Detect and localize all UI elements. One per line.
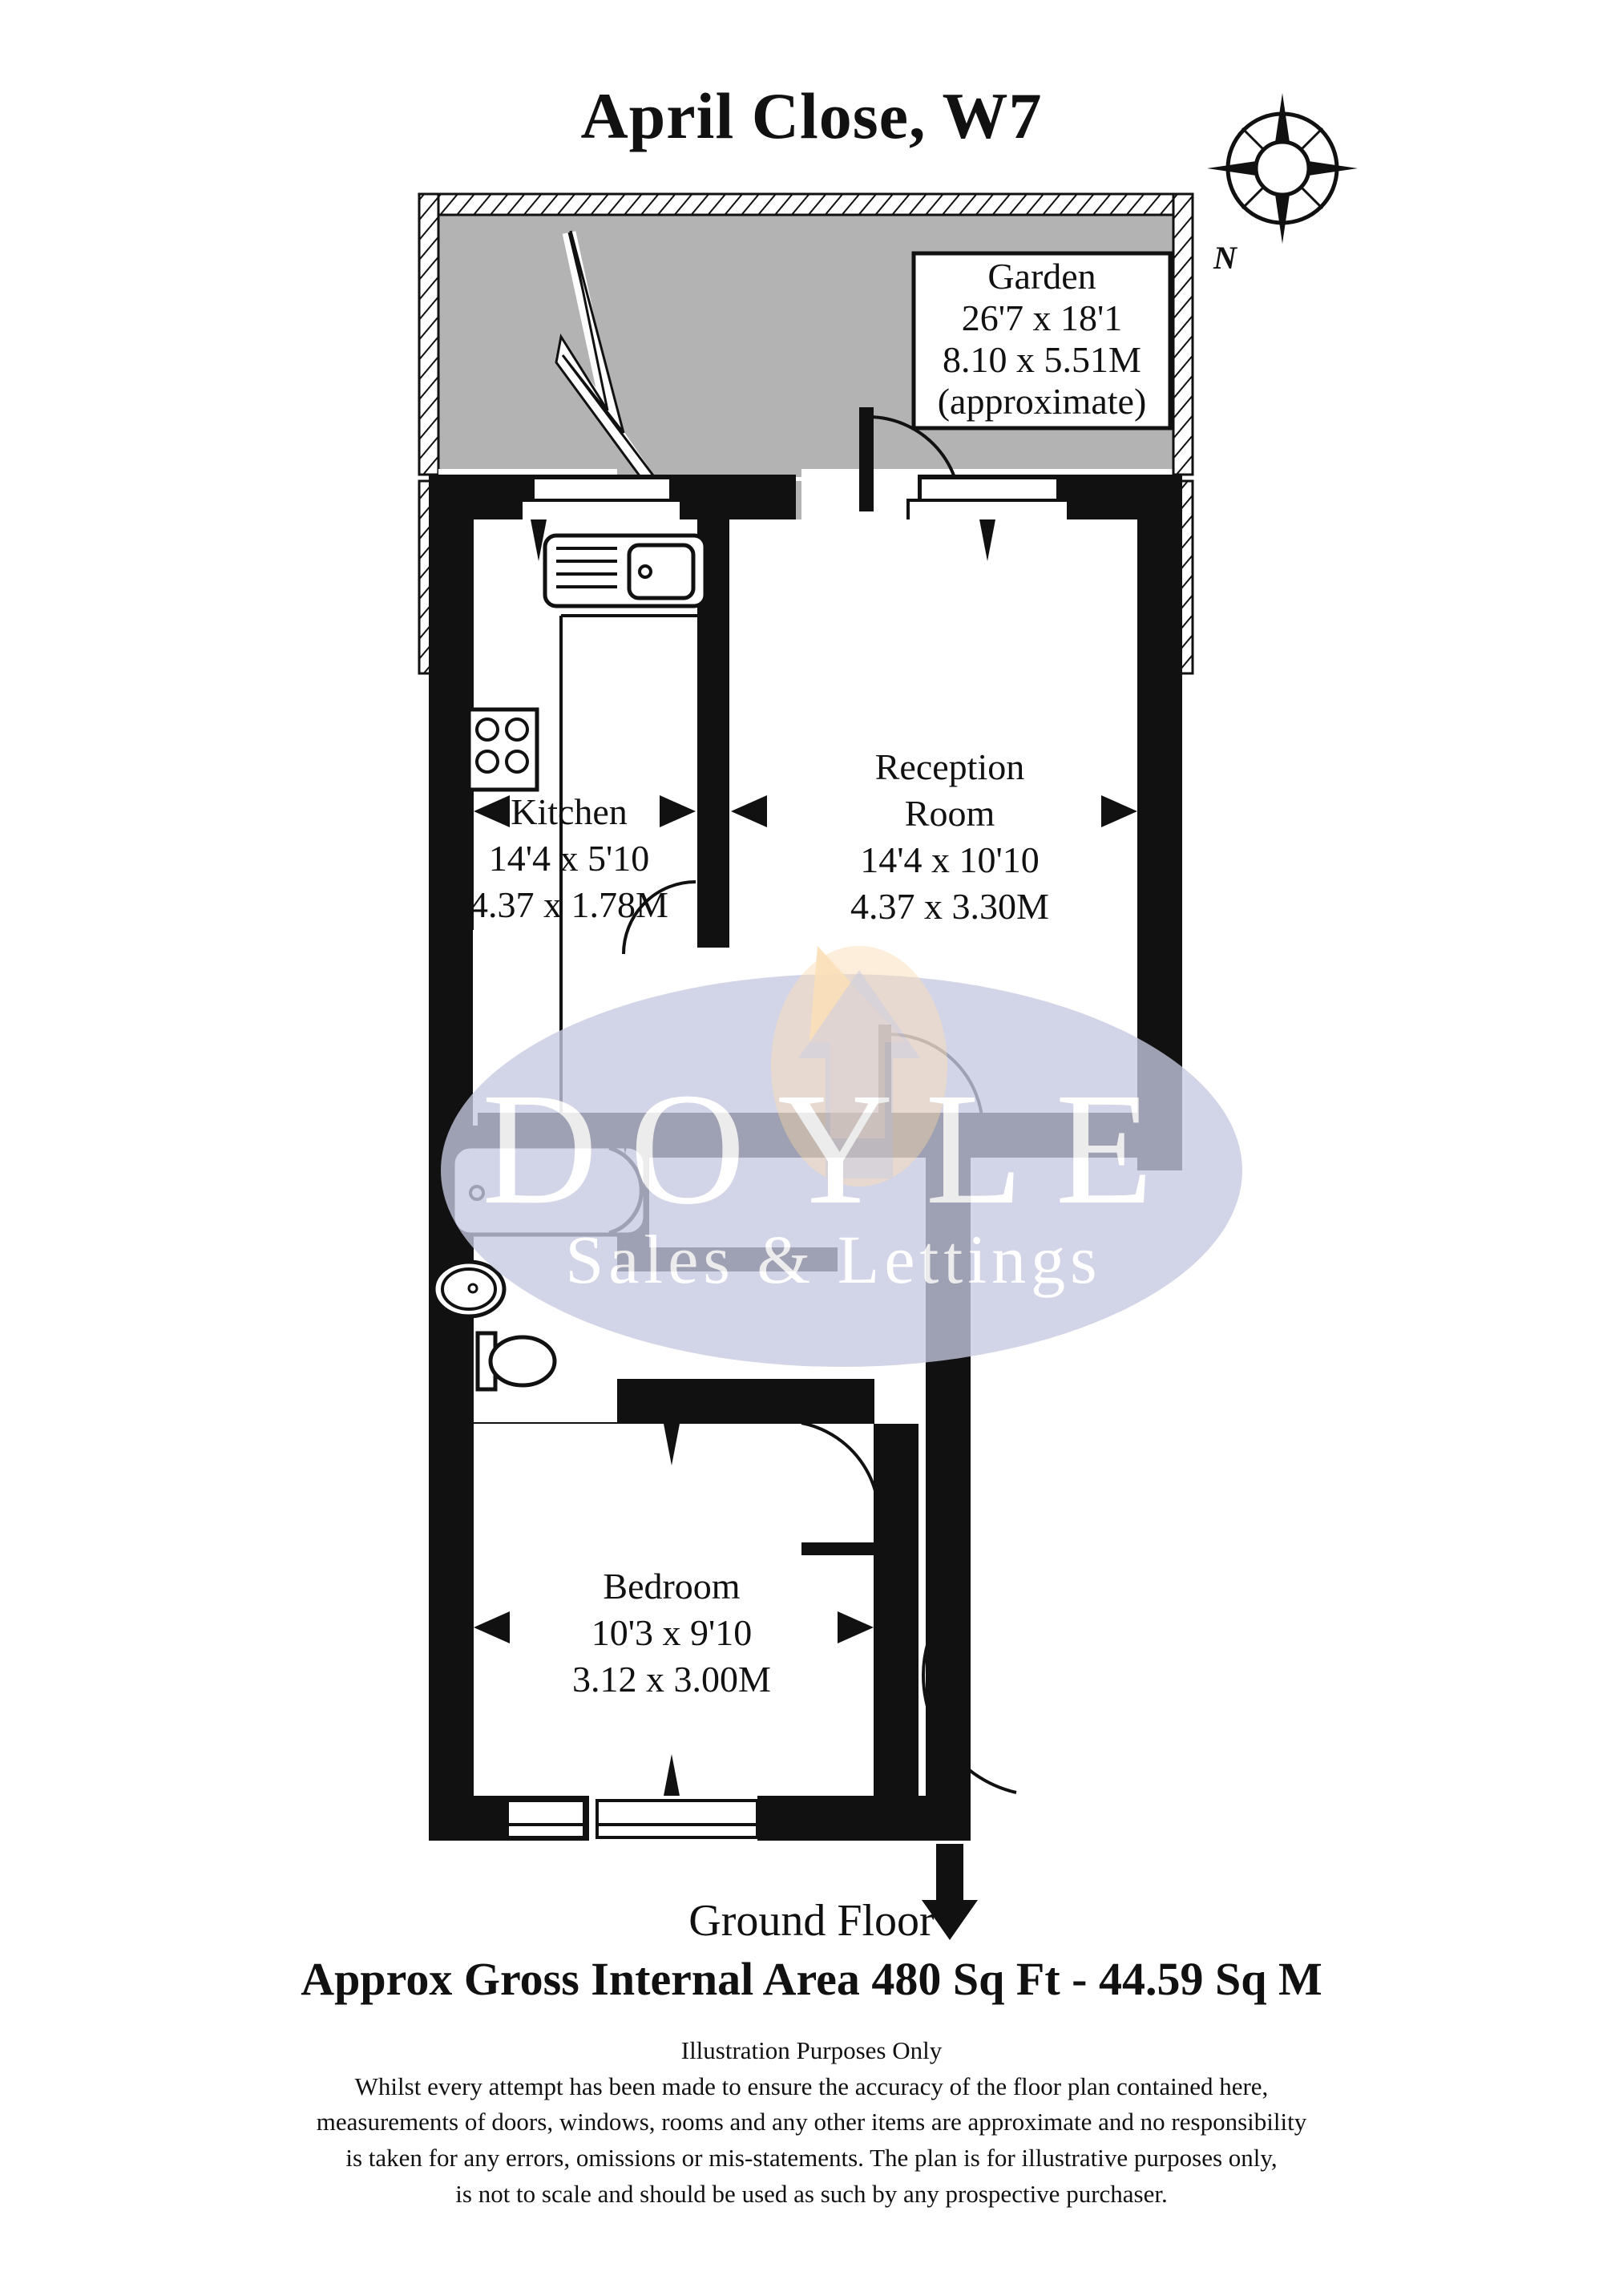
area-label: Approx Gross Internal Area 480 Sq Ft - 4… [301,1953,1322,2005]
floor-label: Ground Floor [688,1896,935,1946]
brand-watermark: DOYLE Sales & Lettings [441,946,1242,1367]
toilet-icon [475,1331,557,1392]
compass-rose-icon [1207,93,1358,244]
disclaimer-line-4: is not to scale and should be used as su… [455,2179,1168,2208]
garden-note: (approximate) [938,381,1147,422]
page-title: April Close, W7 [580,79,1043,152]
compass-north-label: N [1213,240,1237,276]
reception-name-2: Room [905,793,995,834]
bedroom-metric: 3.12 x 3.00M [572,1659,771,1700]
garden-label-box [911,251,1173,430]
disclaimer-line-3: is taken for any errors, omissions or mi… [345,2143,1278,2172]
kitchen-label: Kitchen 14'4 x 5'10 4.37 x 1.78M [470,791,668,925]
bedroom-imperial: 10'3 x 9'10 [591,1612,753,1653]
compass-rose: N [1202,88,1363,289]
reception-label: Reception Room 14'4 x 10'10 4.37 x 3.30M [850,746,1049,927]
front-windows [506,1799,759,1839]
kitchen-metric: 4.37 x 1.78M [470,884,668,925]
bedroom-name: Bedroom [603,1566,740,1607]
kitchen-imperial: 14'4 x 5'10 [489,838,650,879]
hob-icon [466,707,539,792]
bedroom-room [474,1421,1017,1796]
sink-icon [543,533,708,608]
wash-basin-icon [431,1259,507,1319]
entrance-arrow-icon [922,1844,978,1940]
reception-imperial: 14'4 x 10'10 [860,839,1040,880]
disclaimer-line-1: Whilst every attempt has been made to en… [354,2072,1269,2100]
reception-name-1: Reception [875,746,1025,787]
garden-name: Garden [987,256,1096,297]
watermark-brand-text: DOYLE [482,1061,1185,1238]
disclaimer-line-2: measurements of doors, windows, rooms an… [316,2108,1307,2136]
reception-metric: 4.37 x 3.30M [850,886,1049,927]
disclaimer-title: Illustration Purposes Only [680,2036,943,2064]
garden-metric: 8.10 x 5.51M [943,339,1141,380]
kitchen-name: Kitchen [511,791,628,832]
bedroom-label: Bedroom 10'3 x 9'10 3.12 x 3.00M [572,1566,771,1700]
disclaimer-block: Illustration Purposes Only Whilst every … [0,2033,1623,2212]
watermark-tagline-text: Sales & Lettings [565,1221,1101,1298]
garden-imperial: 26'7 x 18'1 [962,297,1123,338]
house-arrow-logo [771,946,947,1186]
garden-label: Garden 26'7 x 18'1 8.10 x 5.51M (approxi… [938,256,1147,422]
